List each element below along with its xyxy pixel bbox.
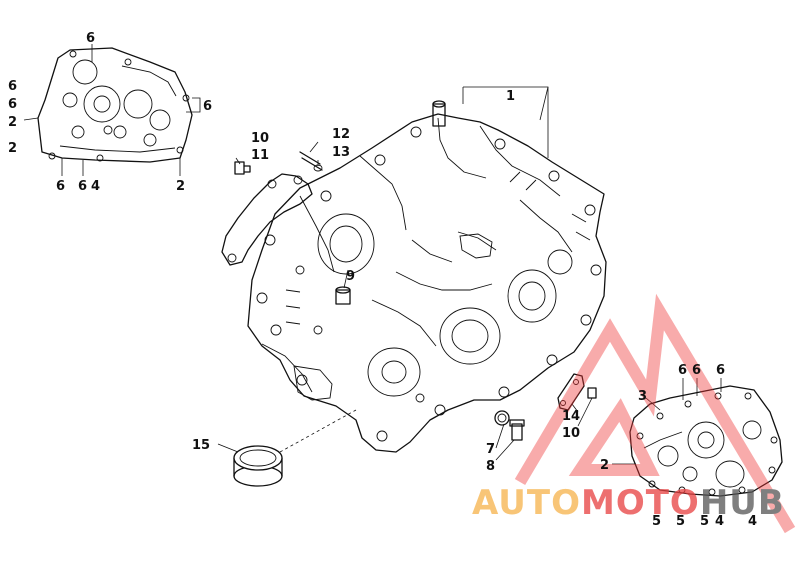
label-part-6: 6: [692, 363, 701, 378]
stud-12-13: [299, 151, 323, 172]
right-crankcase-inset: [629, 385, 783, 497]
main-crankcase: [247, 100, 607, 453]
label-part-2: 2: [8, 115, 17, 130]
callout-labels: 1 6 6 6 2 2 6 6 6 4 2 10 11 12 13 9 15 7…: [8, 31, 757, 529]
label-part-1: 1: [506, 89, 515, 104]
label-part-10: 10: [562, 426, 580, 441]
cap-15: [233, 445, 283, 487]
label-part-6: 6: [716, 363, 725, 378]
label-part-6: 6: [8, 97, 17, 112]
watermark-text: AUTOMOTOHUB: [472, 483, 785, 523]
cover-14: [557, 373, 597, 411]
label-part-5: 5: [652, 514, 661, 529]
label-part-14: 14: [562, 409, 580, 424]
label-part-5: 5: [676, 514, 685, 529]
label-part-6: 6: [86, 31, 95, 46]
label-part-6: 6: [78, 179, 87, 194]
label-part-6: 6: [678, 363, 687, 378]
label-part-7: 7: [486, 442, 495, 457]
label-part-5: 5: [700, 514, 709, 529]
label-part-4: 4: [715, 514, 724, 529]
watermark-moto: MOTO: [581, 483, 700, 523]
label-part-3: 3: [638, 389, 647, 404]
gasket-plate: [221, 173, 313, 266]
watermark-auto: AUTO: [472, 483, 581, 523]
left-crankcase-inset: [37, 47, 193, 163]
label-part-9: 9: [346, 269, 355, 284]
label-part-4: 4: [91, 179, 100, 194]
watermark-logo: AUTOMOTOHUB: [472, 293, 796, 534]
label-part-4: 4: [748, 514, 757, 529]
label-part-2: 2: [600, 458, 609, 473]
label-part-8: 8: [486, 459, 495, 474]
label-part-6: 6: [8, 79, 17, 94]
label-part-12: 12: [332, 127, 350, 142]
label-part-6: 6: [56, 179, 65, 194]
label-part-13: 13: [332, 145, 350, 160]
drain-plug: [494, 410, 525, 441]
bolt-10-11: [234, 161, 251, 175]
label-part-10: 10: [251, 131, 269, 146]
label-part-2: 2: [176, 179, 185, 194]
watermark-hub: HUB: [700, 483, 785, 523]
label-part-2: 2: [8, 141, 17, 156]
label-part-11: 11: [251, 148, 269, 163]
label-part-15: 15: [192, 438, 210, 453]
label-part-6: 6: [203, 99, 212, 114]
